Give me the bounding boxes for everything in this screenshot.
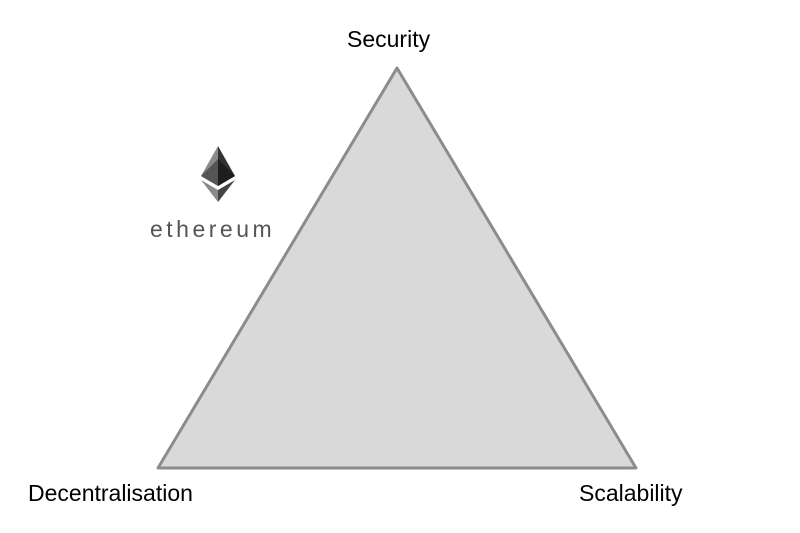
trilemma-triangle [156, 66, 638, 470]
vertex-label-scalability: Scalability [579, 480, 683, 506]
ethereum-diamond-icon [201, 146, 235, 202]
ethereum-logo-text: ethereum [150, 216, 276, 242]
vertex-label-decentralisation: Decentralisation [28, 480, 193, 506]
vertex-label-security: Security [347, 26, 431, 52]
